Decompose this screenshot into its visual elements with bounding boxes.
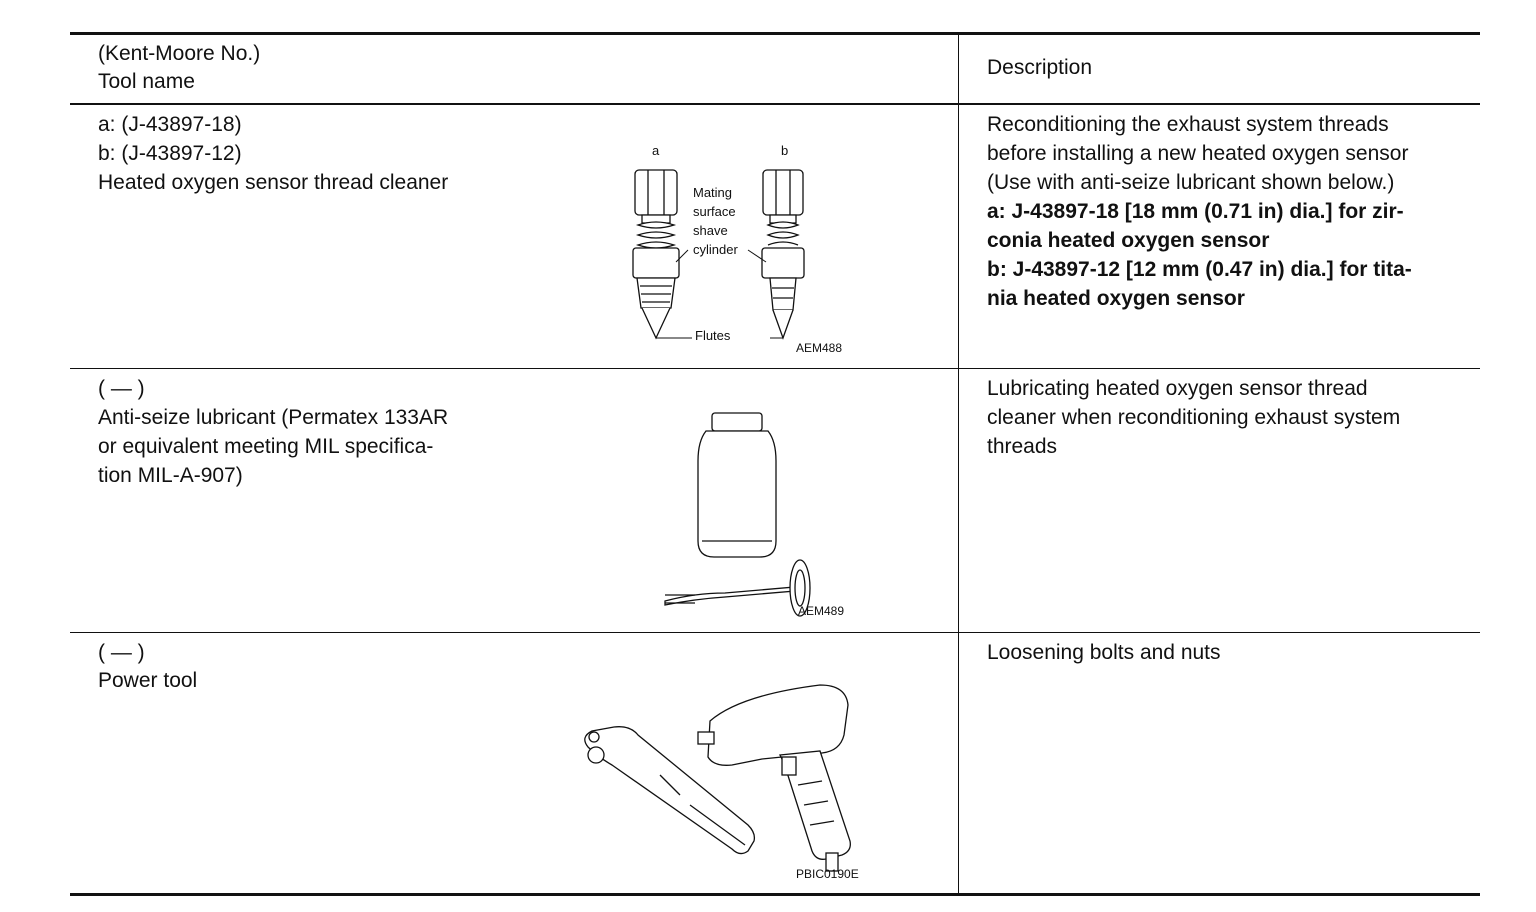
table-bottom-rule bbox=[70, 893, 1480, 896]
kent-moore-dash: ( — ) bbox=[98, 641, 145, 664]
power-tool-illustration: PBIC0190E bbox=[584, 684, 859, 881]
row-divider bbox=[70, 632, 1480, 633]
description-line: threads bbox=[987, 435, 1058, 458]
tool-line: b: (J-43897-12) bbox=[98, 142, 242, 165]
description-bold-line: a: J-43897-18 [18 mm (0.71 in) dia.] for… bbox=[987, 200, 1404, 223]
table-header-rule bbox=[70, 103, 1480, 105]
header-tool-name: Tool name bbox=[98, 70, 195, 93]
description-line: Reconditioning the exhaust system thread… bbox=[987, 113, 1389, 136]
tool-line: a: (J-43897-18) bbox=[98, 113, 242, 136]
figure-code: AEM489 bbox=[798, 604, 844, 618]
figure-label: surface bbox=[693, 204, 736, 219]
lubricant-illustration: AEM489 bbox=[664, 412, 844, 618]
description-bold-line: conia heated oxygen sensor bbox=[987, 229, 1270, 252]
tool-name: Anti-seize lubricant (Permatex 133AR bbox=[98, 406, 449, 429]
tool-name: or equivalent meeting MIL specifica- bbox=[98, 435, 434, 458]
figure-code: PBIC0190E bbox=[796, 867, 859, 881]
description-line: Lubricating heated oxygen sensor thread bbox=[987, 377, 1368, 400]
figure-label: cylinder bbox=[693, 242, 738, 257]
figure-label: Mating bbox=[693, 185, 732, 200]
column-divider bbox=[958, 34, 959, 894]
figure-label: shave bbox=[693, 223, 728, 238]
figure-code: AEM488 bbox=[796, 341, 842, 355]
description-bold-line: nia heated oxygen sensor bbox=[987, 287, 1245, 310]
table-top-rule bbox=[70, 32, 1480, 35]
figure-label-b: b bbox=[781, 143, 788, 158]
tool-name: Heated oxygen sensor thread cleaner bbox=[98, 171, 449, 194]
header-description: Description bbox=[987, 56, 1093, 79]
thread-cleaner-illustration: a b Mating surface shave cylinder Flutes… bbox=[632, 143, 842, 355]
description-bold-line: b: J-43897-12 [12 mm (0.47 in) dia.] for… bbox=[987, 258, 1412, 281]
description-line: (Use with anti-seize lubricant shown bel… bbox=[987, 171, 1395, 194]
kent-moore-dash: ( — ) bbox=[98, 377, 145, 400]
tool-name: tion MIL-A-907) bbox=[98, 464, 243, 487]
figure-label-a: a bbox=[652, 143, 660, 158]
description-line: cleaner when reconditioning exhaust syst… bbox=[987, 406, 1401, 429]
tool-name: Power tool bbox=[98, 669, 198, 692]
description-line: Loosening bolts and nuts bbox=[987, 641, 1221, 664]
row-divider bbox=[70, 368, 1480, 369]
figure-label-flutes: Flutes bbox=[695, 328, 731, 343]
header-kent-moore: (Kent-Moore No.) bbox=[98, 42, 261, 65]
description-line: before installing a new heated oxygen se… bbox=[987, 142, 1409, 165]
